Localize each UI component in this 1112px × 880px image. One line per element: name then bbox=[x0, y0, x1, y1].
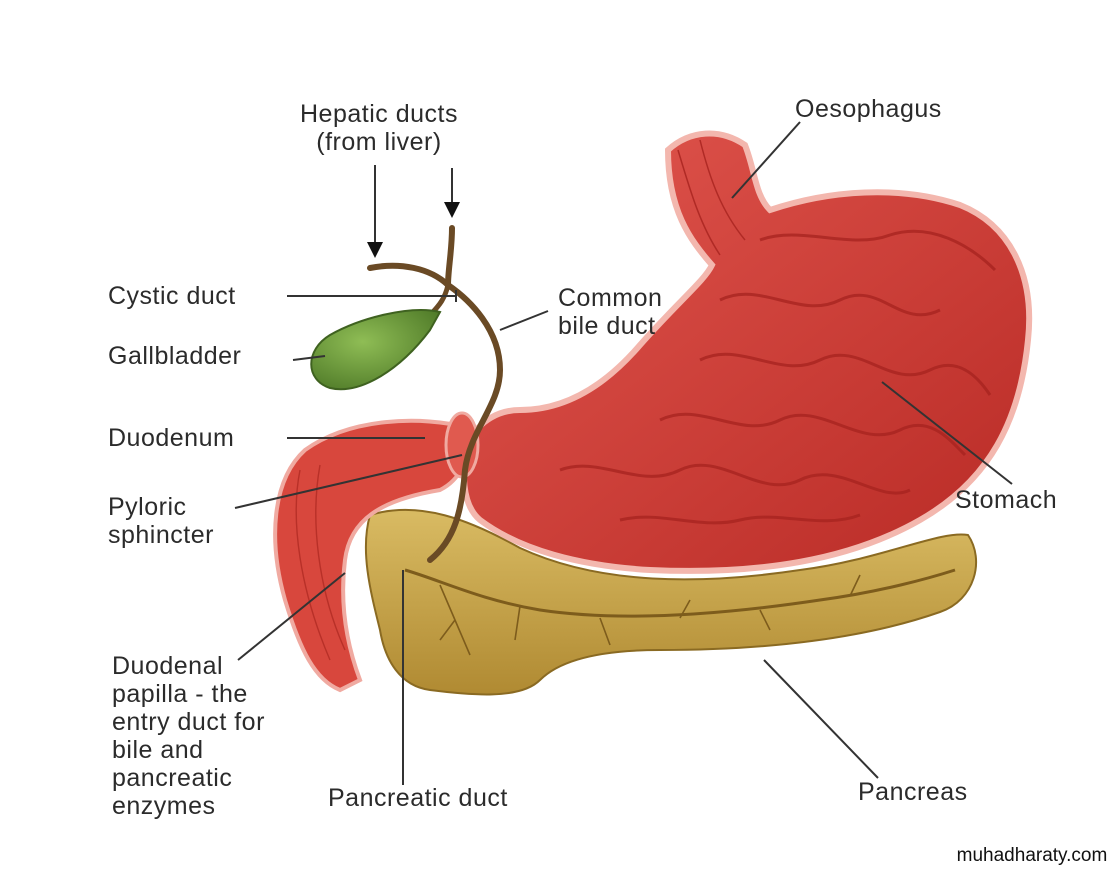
label-oesophagus: Oesophagus bbox=[795, 95, 942, 123]
stomach-shape bbox=[461, 130, 1033, 574]
label-pyloric-sphincter: Pyloric sphincter bbox=[108, 493, 214, 549]
common-bile-duct-shape bbox=[427, 282, 504, 563]
pancreas-shape bbox=[364, 508, 977, 696]
label-pancreatic-duct: Pancreatic duct bbox=[328, 784, 508, 812]
label-pancreas: Pancreas bbox=[858, 778, 968, 806]
label-duodenal-papilla: Duodenal papilla - the entry duct for bi… bbox=[112, 652, 265, 820]
label-cystic-duct: Cystic duct bbox=[108, 282, 236, 310]
site-watermark: muhadharaty.com bbox=[952, 837, 1112, 875]
label-duodenum: Duodenum bbox=[108, 424, 235, 452]
pancreatic-duct-line bbox=[404, 568, 956, 618]
gallbladder-shape bbox=[310, 309, 442, 391]
stomach-rugae bbox=[559, 229, 997, 525]
label-stomach: Stomach bbox=[955, 486, 1058, 514]
hepatic-duct-left bbox=[367, 262, 451, 288]
leader-lines bbox=[234, 121, 1013, 785]
label-gallbladder: Gallbladder bbox=[108, 342, 242, 370]
label-hepatic-ducts: Hepatic ducts (from liver) bbox=[300, 100, 458, 156]
hepatic-duct-right bbox=[445, 225, 455, 288]
label-common-bile-duct: Common bile duct bbox=[558, 284, 663, 340]
